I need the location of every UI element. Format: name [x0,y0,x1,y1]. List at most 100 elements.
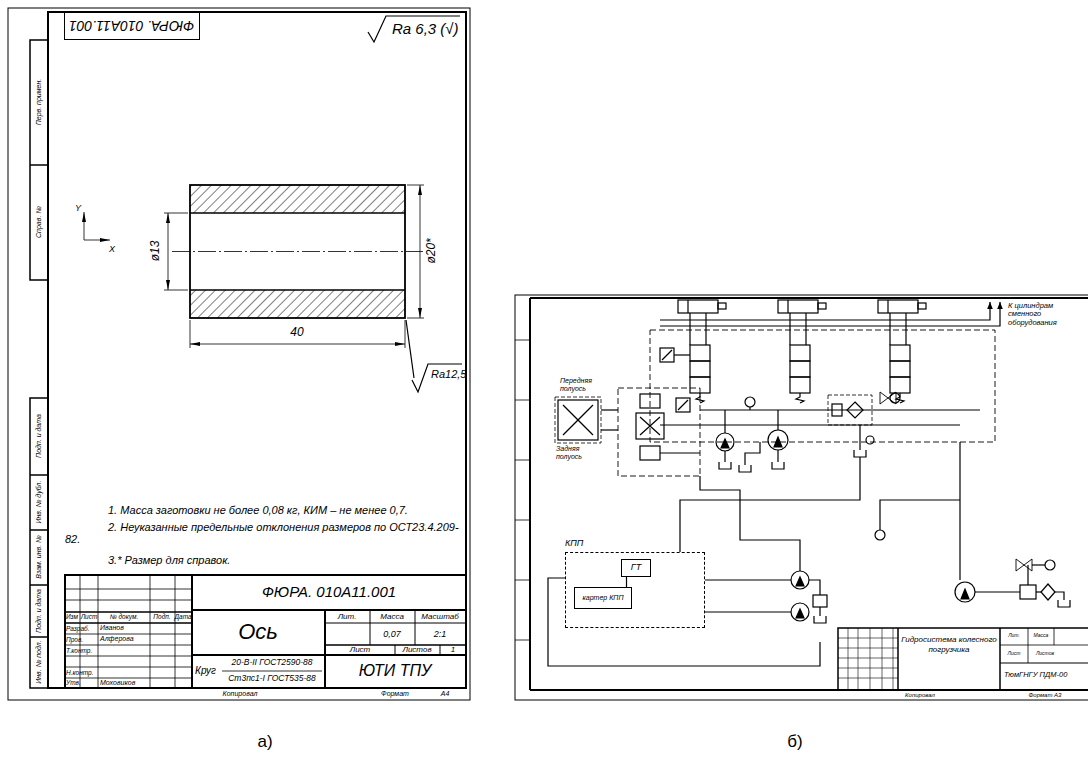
hydraulic-schematic [636,413,664,439]
node-text: картер КПП [583,594,624,602]
dimension-lines [407,185,424,186]
sheet-b-frame [515,400,530,401]
sheet-a-frame [30,40,48,280]
material-text: Ст3пс1-I ГОСТ535-88 [222,674,322,684]
hydraulic-schematic [718,303,726,309]
sheet-a-frame [30,584,48,586]
sheet-b-frame [515,520,530,521]
hydraulic-schematic [878,300,918,313]
title-block-b [882,628,883,690]
title-block-a [222,671,322,672]
sheet-a-frame [30,474,48,476]
hydraulic-line [626,577,627,587]
title-block-a [65,600,192,601]
hydraulic-schematic [1058,600,1070,607]
hydraulic-schematic [790,345,810,361]
technical-note: 1. Масса заготовки не более 0,08 кг, КИМ… [108,504,464,517]
hydraulic-schematic [791,571,809,589]
hydraulic-schematic [859,425,860,450]
title-block-b [1028,628,1029,663]
hydraulic-schematic [790,361,810,377]
sheet-b-frame [515,640,530,641]
axle-label: Передняя полуось [560,377,604,393]
title-cell: Т.контр. [66,647,98,654]
title-block-a [65,645,192,646]
pipe-destination-note: К цилиндрам сменного оборудования [1008,302,1080,328]
hydraulic-schematic [880,392,896,404]
hydraulic-schematic [961,589,969,599]
hydraulic-schematic [890,393,900,403]
hydraulic-schematic [548,578,820,666]
hydraulic-schematic [796,393,804,403]
title-block-b [858,628,859,690]
binding-strip-text: Подп. и дата [35,586,43,636]
hydraulic-schematic [601,429,618,430]
title-cell: Утв. [66,679,98,686]
title-block-a [192,609,466,611]
designation: ТюмГНГУ ПДМ-00 [1004,671,1086,680]
roughness-note: Ra 6,3 (√) [392,20,472,37]
hydraulic-schematic [724,410,725,433]
title-block-a [65,589,192,590]
title-block-b [1000,662,1088,663]
title-cell: Подп. [150,613,175,620]
hydraulic-schematic [866,436,874,444]
title-cell: Н.контр. [66,669,98,676]
sheet-b-frame [515,295,1088,700]
hydraulic-schematic [660,302,1000,326]
organisation-name: ЮТИ ТПУ [327,662,463,680]
hydraulic-schematic [818,303,826,309]
title-block-a [65,575,466,688]
hydraulic-schematic [676,398,690,412]
node-text: КПП [565,539,583,549]
hydraulic-schematic [749,407,750,410]
title-block-a [65,656,192,657]
hydraulic-schematic [563,405,593,435]
dimension-lines [84,240,110,241]
hydraulic-schematic [814,616,826,623]
torque-converter-box: ГТ [621,559,651,577]
title-cell: Лит. [1001,633,1027,639]
hydraulic-schematic [1045,560,1055,570]
title-block-a [98,575,99,688]
binding-strip-text: Инв. № подл. [35,638,43,686]
hydraulic-schematic [739,465,751,472]
sheet-b-frame [529,298,531,690]
hydraulic-schematic [555,397,601,443]
title-cell: Моховиков [100,679,150,687]
binding-strip-text: Перв. примен. [35,47,43,157]
hydraulic-schematic [890,377,910,393]
title-block-b [838,628,1088,690]
drawing-title: Гидросистема колесного погрузчика [899,635,999,653]
technical-note: 3.* Размер для справок. [108,554,328,567]
title-block-b [870,628,871,690]
hydraulic-schematic [1041,584,1055,600]
sheet-a-frame [30,164,48,166]
hydraulic-schematic [828,395,872,425]
hydraulic-schematic [700,409,980,410]
axle-label: Задняя полуось [556,445,600,461]
hydraulic-schematic [774,437,782,447]
dimension-lines [190,344,405,345]
title-block-a [395,645,396,655]
hydraulic-schematic [832,404,842,416]
title-cell: Листов [395,645,439,654]
hydraulic-schematic [796,577,804,586]
hydraulic-schematic [790,377,810,393]
gearbox-region: КППГТкартер КПП [565,552,705,628]
dimension-lines [420,185,421,318]
hydraulic-schematic [640,394,660,408]
title-block-a [65,634,192,635]
hydraulic-schematic [650,330,995,442]
hydraulic-schematic [819,607,820,616]
hydraulic-schematic [809,580,820,595]
axis-label: Y [73,203,83,213]
hydraulic-schematic [854,450,866,457]
hydraulic-schematic [689,313,690,345]
title-cell: Лист [1001,651,1027,657]
title-block-a [65,575,466,688]
hydraulic-schematic [1032,564,1045,565]
hydraulic-schematic [959,442,960,580]
